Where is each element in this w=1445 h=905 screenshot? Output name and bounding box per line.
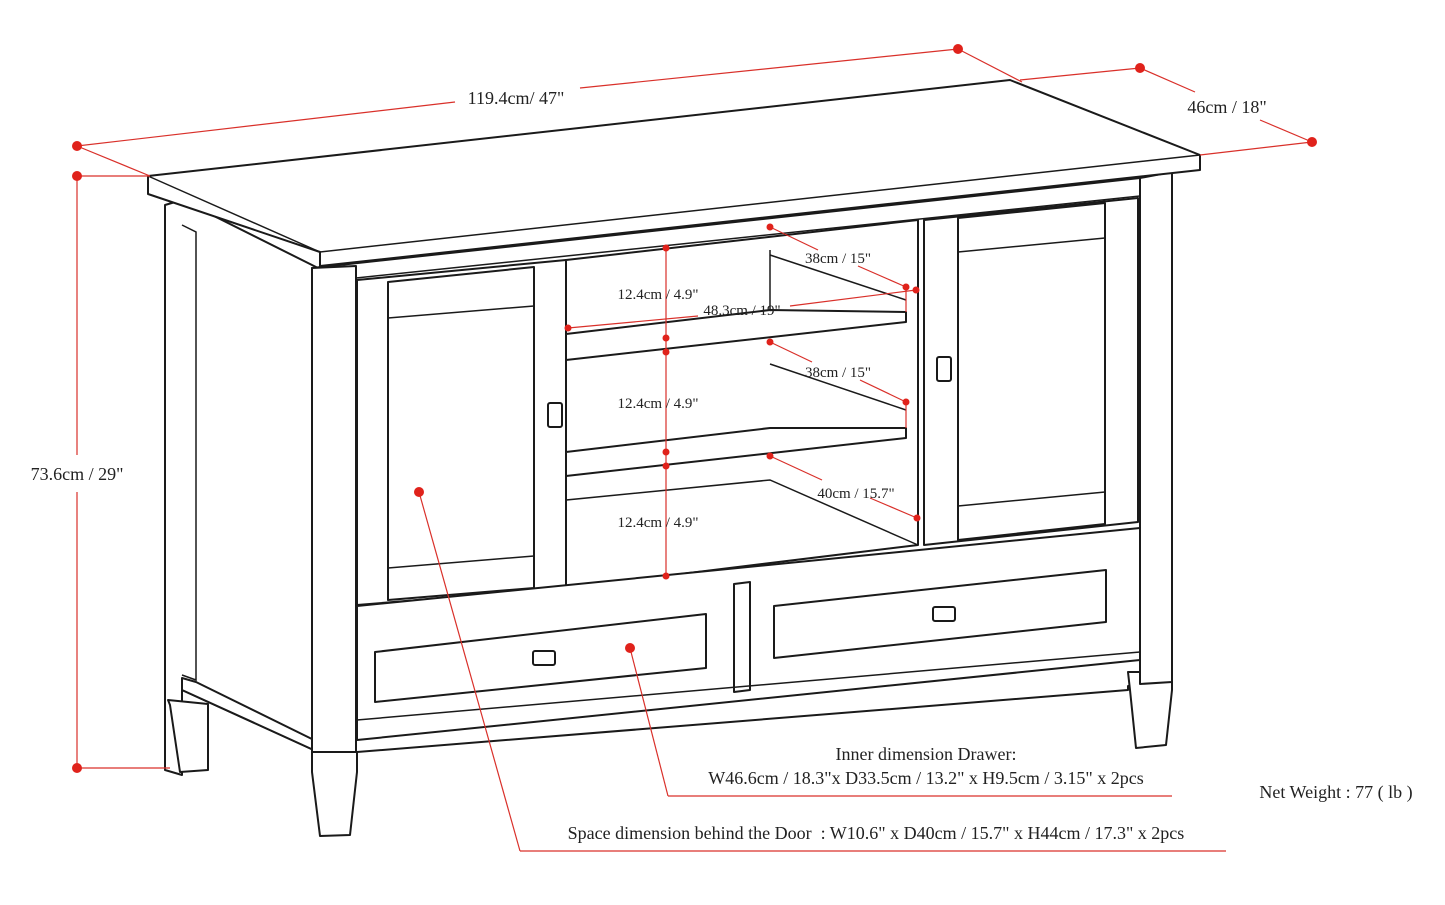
door-leader: [418, 491, 521, 852]
middle-shelf-side: [769, 363, 907, 411]
left-front-leg: [311, 751, 358, 837]
mid-depth-point-b: [902, 398, 910, 406]
overall-depth-label: 46cm / 18": [1187, 97, 1266, 117]
shelf-h-point-4: [662, 448, 670, 456]
tv-stand-drawing: [147, 79, 1201, 837]
right-door-bottom-rail: [957, 491, 1106, 507]
depth-point-bottom: [1307, 137, 1317, 147]
inner-width-line-left: [567, 315, 699, 329]
mid-depth-line-b: [859, 379, 907, 403]
dimension-labels: 119.4cm/ 47" 46cm / 18" 73.6cm / 29" 38c…: [31, 88, 1413, 843]
inner-width-label: 48.3cm / 19": [703, 303, 780, 319]
right-door-handle: [936, 356, 952, 382]
width-point-left: [72, 141, 82, 151]
left-side-inner: [181, 224, 197, 682]
mid-depth-point-a: [766, 338, 774, 346]
right-frame-post: [1139, 171, 1173, 685]
inner-width-point-left: [564, 324, 572, 332]
bottom-depth-point-a: [766, 452, 774, 460]
right-door-panel: [957, 202, 1106, 541]
left-drawer-handle: [532, 650, 556, 666]
bottom-shelf-depth-label: 40cm / 15.7": [817, 486, 894, 502]
top-shelf-height-label: 12.4cm / 4.9": [617, 287, 698, 303]
dimension-lines: [72, 44, 1317, 852]
middle-shelf-height-label: 12.4cm / 4.9": [617, 396, 698, 412]
mid-depth-line-a: [769, 341, 813, 363]
height-point-top: [72, 171, 82, 181]
overall-height-label: 73.6cm / 29": [31, 464, 124, 484]
right-drawer-handle: [932, 606, 956, 622]
depth-point-top: [1135, 63, 1145, 73]
shelf-h-point-3: [662, 348, 670, 356]
depth-ext-bottom: [1199, 141, 1313, 156]
tabletop-edge: [147, 154, 1201, 253]
middle-shelf: [565, 427, 907, 477]
width-line-left: [76, 101, 456, 147]
drawer-leader-point: [625, 643, 635, 653]
left-door-bottom-rail: [387, 555, 535, 569]
shelf-h-point-2: [662, 334, 670, 342]
shelf-h-point-6: [662, 572, 670, 580]
bottom-depth-line-a: [769, 455, 823, 481]
upper-shelf-side: [769, 254, 907, 301]
left-door-rail: [387, 305, 535, 319]
top-shelf-depth-label: 38cm / 15": [805, 251, 871, 267]
drawer-title-label: Inner dimension Drawer:: [836, 744, 1017, 764]
frame-top-rail: [355, 195, 1141, 279]
door-leader-point: [414, 487, 424, 497]
top-depth-point-a: [766, 223, 774, 231]
upper-shelf: [565, 309, 907, 361]
middle-shelf-depth-label: 38cm / 15": [805, 365, 871, 381]
left-front-post: [311, 265, 357, 753]
inner-width-point-right: [912, 286, 920, 294]
top-depth-point-b: [902, 283, 910, 291]
base-molding: [356, 651, 1141, 721]
width-line-right: [579, 48, 959, 89]
drawer-leader: [629, 647, 669, 797]
overall-width-label: 119.4cm/ 47": [468, 88, 565, 108]
bottom-depth-line-b: [869, 497, 918, 519]
width-ext-right: [957, 48, 1023, 83]
net-weight-label: Net Weight : 77 ( lb ): [1259, 782, 1412, 803]
depth-ext-top: [1019, 67, 1141, 81]
depth-line-bottom: [1259, 119, 1313, 143]
bottom-shelf-height-label: 12.4cm / 4.9": [617, 515, 698, 531]
left-back-leg: [167, 699, 209, 773]
right-door-rail: [957, 237, 1106, 253]
shelf-h-point-1: [662, 244, 670, 252]
width-ext-left: [76, 145, 151, 177]
width-point-right: [953, 44, 963, 54]
inner-width-line-right: [789, 289, 917, 307]
top-depth-line-a: [769, 226, 819, 251]
drawer-divider: [733, 581, 751, 693]
tabletop: [147, 79, 1201, 267]
bottom-shelf: [565, 476, 919, 546]
depth-line-top: [1139, 67, 1196, 93]
shelf-h-point-5: [662, 462, 670, 470]
drawer-dims-label: W46.6cm / 18.3"x D33.5cm / 13.2" x H9.5c…: [708, 768, 1144, 788]
bottom-depth-point-b: [913, 514, 921, 522]
top-depth-line-b: [857, 265, 907, 288]
left-door-handle: [547, 402, 563, 428]
door-space-label: Space dimension behind the Door : W10.6"…: [568, 823, 1185, 843]
height-point-bottom: [72, 763, 82, 773]
